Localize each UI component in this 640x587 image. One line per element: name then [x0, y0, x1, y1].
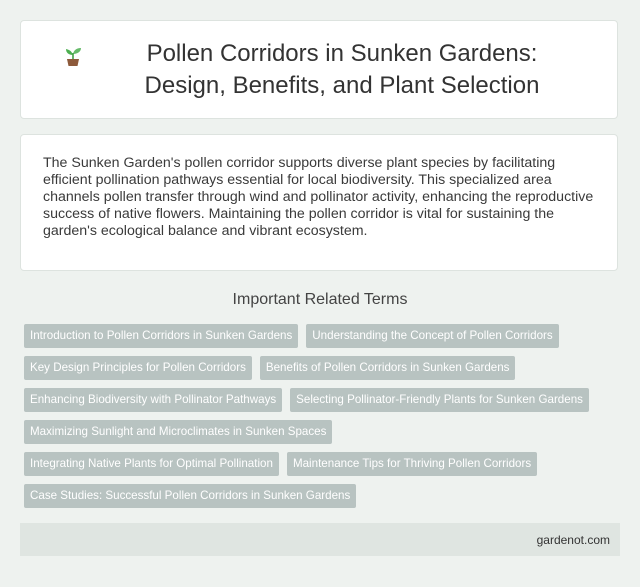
related-term-tag[interactable]: Introduction to Pollen Corridors in Sunk…	[24, 324, 299, 348]
related-term-tag[interactable]: Integrating Native Plants for Optimal Po…	[24, 452, 279, 476]
related-term-tag[interactable]: Enhancing Biodiversity with Pollinator P…	[24, 388, 283, 412]
footer-site-link[interactable]: gardenot.com	[536, 532, 610, 547]
related-term-tag[interactable]: Maximizing Sunlight and Microclimates in…	[24, 420, 333, 444]
related-term-tag[interactable]: Case Studies: Successful Pollen Corridor…	[24, 484, 357, 508]
sprout-icon	[66, 47, 81, 66]
related-terms-heading: Important Related Terms	[232, 291, 408, 308]
related-terms-row: Key Design Principles for Pollen Corrido…	[24, 356, 624, 380]
related-terms-list: Introduction to Pollen Corridors in Sunk…	[24, 324, 624, 516]
related-term-tag[interactable]: Key Design Principles for Pollen Corrido…	[24, 356, 252, 380]
description-card: The Sunken Garden's pollen corridor supp…	[20, 134, 618, 271]
related-term-tag[interactable]: Selecting Pollinator-Friendly Plants for…	[290, 388, 589, 412]
related-terms-row: Case Studies: Successful Pollen Corridor…	[24, 484, 624, 508]
related-terms-row: Introduction to Pollen Corridors in Sunk…	[24, 324, 624, 348]
title-card: Pollen Corridors in Sunken Gardens: Desi…	[20, 20, 618, 119]
footer: gardenot.com	[20, 523, 620, 556]
title-group: Pollen Corridors in Sunken Gardens: Desi…	[61, 38, 577, 102]
related-terms-row: Enhancing Biodiversity with Pollinator P…	[24, 388, 624, 412]
related-terms-row: Integrating Native Plants for Optimal Po…	[24, 452, 624, 476]
related-term-tag[interactable]: Maintenance Tips for Thriving Pollen Cor…	[286, 452, 538, 476]
related-term-tag[interactable]: Understanding the Concept of Pollen Corr…	[306, 324, 559, 348]
related-terms-row: Maximizing Sunlight and Microclimates in…	[24, 420, 624, 444]
description-text: The Sunken Garden's pollen corridor supp…	[43, 155, 594, 239]
page-title: Pollen Corridors in Sunken Gardens: Desi…	[144, 39, 540, 99]
related-term-tag[interactable]: Benefits of Pollen Corridors in Sunken G…	[259, 356, 516, 380]
